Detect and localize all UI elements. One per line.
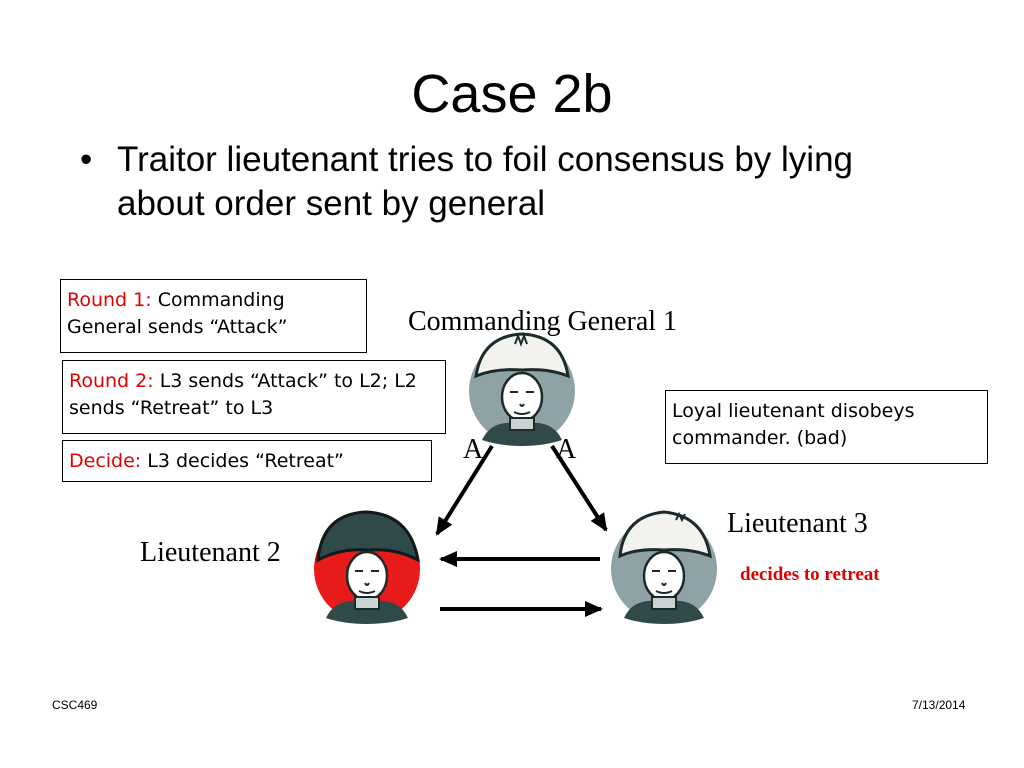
- traitor-portrait-icon: [314, 510, 421, 624]
- decide-label: Decide:: [69, 450, 142, 472]
- lieutenant-portrait-icon: [611, 510, 717, 624]
- edge-label-general-to-lt3: A: [556, 434, 577, 465]
- arrow-general-to-lt2: [435, 444, 494, 536]
- general-portrait-icon: [469, 332, 575, 446]
- round-2-label: Round 2:: [69, 370, 154, 392]
- round-1-label: Round 1:: [67, 289, 152, 311]
- footer-course: CSC469: [52, 698, 98, 712]
- decide-text: L3 decides “Retreat”: [141, 450, 344, 472]
- lt3-decision-note: decides to retreat: [740, 564, 880, 585]
- loyal-lieutenant-note: Loyal lieutenant disobeys commander. (ba…: [665, 390, 988, 464]
- edge-label-general-to-lt2: A: [463, 434, 484, 465]
- footer-date: 7/13/2014: [912, 698, 966, 712]
- decide-box: Decide: L3 decides “Retreat”: [62, 440, 432, 482]
- bullet-marker: •: [80, 140, 93, 179]
- arrow-general-to-lt3: [550, 444, 608, 532]
- round-2-text: L3 sends “Attack” to L2; L2 sends “Retre…: [69, 370, 417, 419]
- round-2-box: Round 2: L3 sends “Attack” to L2; L2 sen…: [62, 360, 446, 434]
- lieutenant-2-label: Lieutenant 2: [140, 537, 281, 568]
- round-1-box: Round 1: Commanding General sends “Attac…: [60, 279, 367, 353]
- general-label: Commanding General 1: [408, 306, 678, 337]
- round-1-text: Commanding General sends “Attack”: [67, 289, 288, 338]
- bullet-text: Traitor lieutenant tries to foil consens…: [117, 140, 854, 223]
- slide-title: Case 2b: [411, 64, 613, 124]
- lieutenant-3-label: Lieutenant 3: [727, 508, 868, 539]
